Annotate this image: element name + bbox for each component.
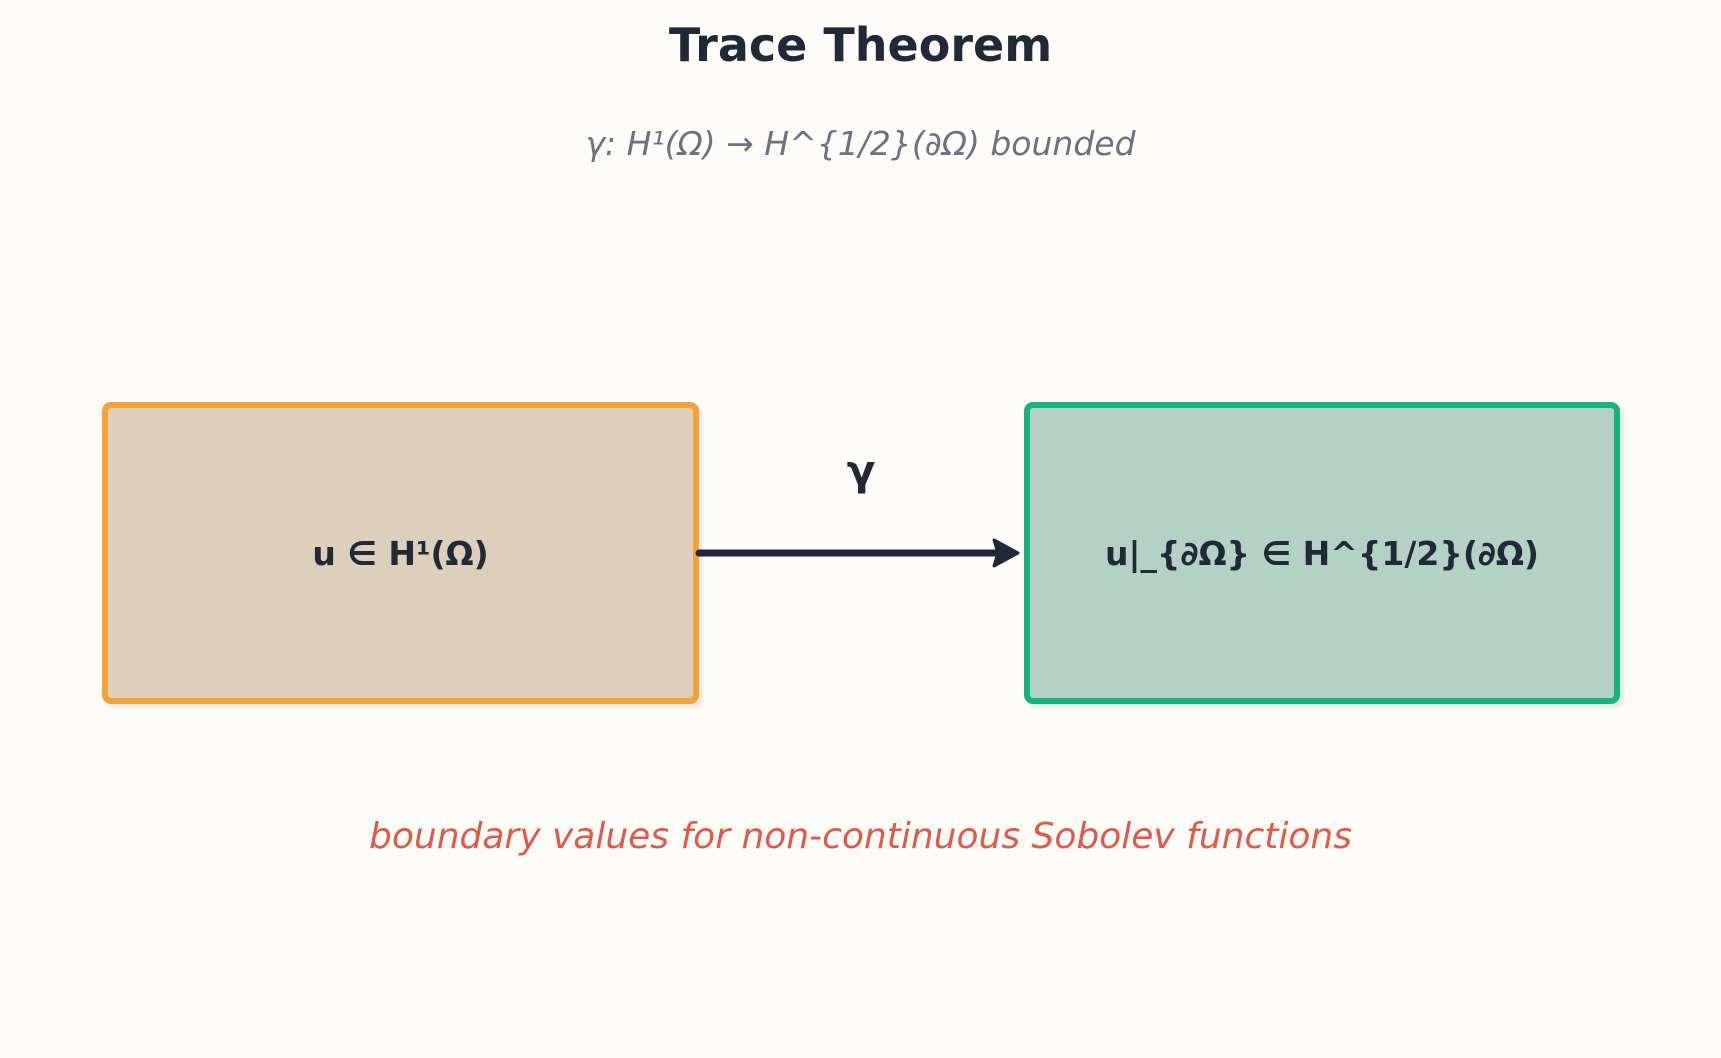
source-node-label: u ∈ H¹(Ω) [312, 533, 489, 573]
target-node-box: u|_{∂Ω} ∈ H^{1/2}(∂Ω) [1024, 402, 1620, 704]
diagram-subtitle: γ: H¹(Ω) → H^{1/2}(∂Ω) bounded [585, 124, 1136, 163]
target-node-label: u|_{∂Ω} ∈ H^{1/2}(∂Ω) [1105, 533, 1539, 573]
diagram-title: Trace Theorem [668, 18, 1053, 72]
trace-arrow-head [992, 538, 1020, 568]
diagram-note: boundary values for non-continuous Sobol… [369, 816, 1352, 857]
trace-arrow-label: γ [846, 446, 876, 495]
source-node-box: u ∈ H¹(Ω) [102, 402, 699, 704]
